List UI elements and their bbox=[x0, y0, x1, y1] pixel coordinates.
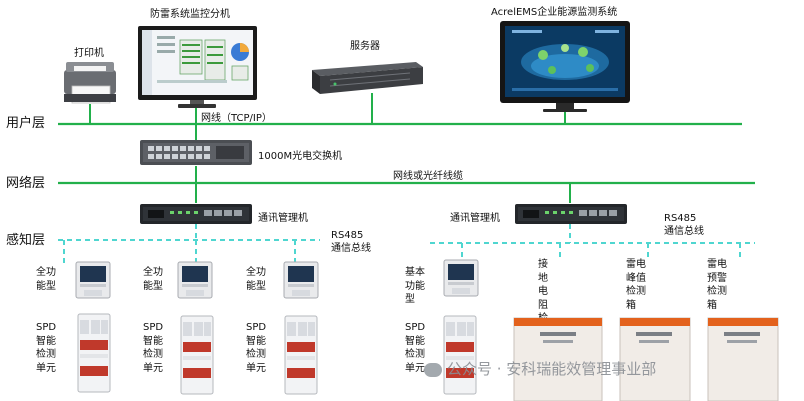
analyzer-label: 防雷系统监控分机 bbox=[150, 9, 230, 20]
user-layer-label: 用户层 bbox=[6, 116, 46, 131]
switch-label: 1000M光电交换机 bbox=[258, 151, 343, 162]
basic-function-label: 基本功能型 bbox=[405, 267, 425, 305]
wechat-icon bbox=[424, 362, 442, 377]
network-layer-label: 网络层 bbox=[6, 176, 46, 191]
warn-box-label: 雷电预警检测箱 bbox=[707, 259, 727, 311]
ground-box-label: 接地电阻检测箱 bbox=[538, 259, 548, 351]
tcp-ip-label: 网线（TCP/IP） bbox=[201, 113, 272, 124]
gateway-right-label: 通讯管理机 bbox=[450, 213, 500, 224]
full-function-label-1: 全功能型 bbox=[36, 267, 56, 292]
sensing-layer-label: 感知层 bbox=[6, 233, 46, 248]
rs485-right-label: RS485通信总线 bbox=[664, 213, 704, 237]
printer-label: 打印机 bbox=[74, 48, 104, 59]
fiber-cable-label: 网线或光纤线缆 bbox=[393, 171, 463, 182]
peak-box-label: 雷电峰值检测箱 bbox=[626, 259, 646, 311]
rs485-left-label: RS485通信总线 bbox=[331, 230, 371, 254]
full-function-label-2: 全功能型 bbox=[143, 267, 163, 292]
ems-label: AcrelEMS企业能源监测系统 bbox=[491, 7, 618, 18]
full-function-label-3: 全功能型 bbox=[246, 267, 266, 292]
server-label: 服务器 bbox=[350, 41, 380, 52]
spd-label-4: SPD智能检测单元 bbox=[405, 322, 426, 374]
spd-label-1: SPD智能检测单元 bbox=[36, 322, 57, 374]
spd-label-3: SPD智能检测单元 bbox=[246, 322, 267, 374]
spd-label-2: SPD智能检测单元 bbox=[143, 322, 164, 374]
watermark: 公众号 · 安科瑞能效管理事业部 bbox=[424, 358, 656, 379]
gateway-left-label: 通讯管理机 bbox=[258, 213, 308, 224]
